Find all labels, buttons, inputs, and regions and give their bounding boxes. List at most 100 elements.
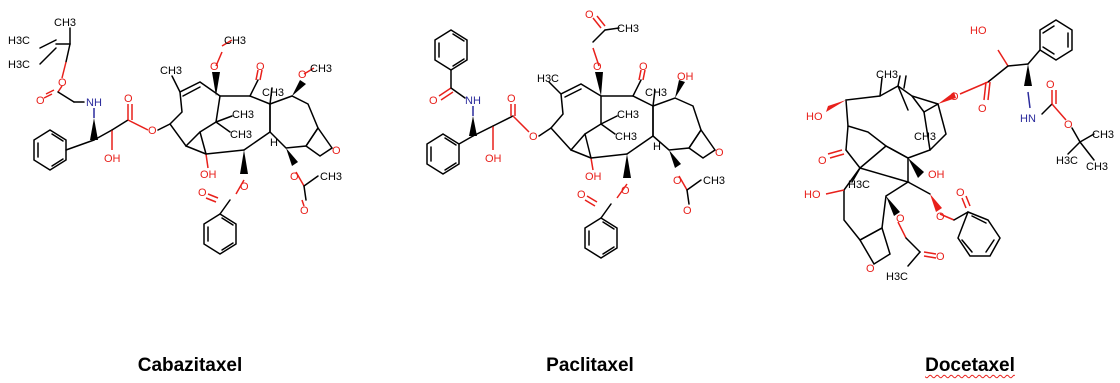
atom-label: O — [198, 187, 207, 199]
bond — [472, 125, 494, 137]
atom-label: O — [950, 91, 959, 103]
bond — [939, 213, 955, 221]
atom-label: H3C — [537, 73, 559, 85]
wedge — [908, 158, 924, 178]
wedge — [826, 100, 846, 112]
atom-label: HN — [1020, 113, 1036, 125]
ring — [1039, 19, 1073, 61]
cabazitaxel-structure: H3C H3C CH3 O O NH O O OH CH3 O CH3 O O … — [0, 0, 370, 330]
atom-label: O — [124, 93, 133, 105]
bond — [249, 95, 271, 105]
atom-label: O — [936, 251, 945, 263]
atom-label: O — [1046, 79, 1055, 91]
atom-label: H3C — [8, 35, 30, 47]
atom-label: O — [818, 155, 827, 167]
atom-label: CH3 — [615, 131, 637, 143]
bond — [303, 67, 315, 75]
bond — [93, 129, 113, 141]
oxetane-ring — [858, 226, 891, 266]
wedge — [90, 118, 98, 140]
bond — [564, 88, 582, 98]
bond — [923, 251, 937, 255]
bond — [269, 87, 273, 105]
atom-label: O — [256, 61, 265, 73]
wedge — [938, 92, 956, 104]
bond — [616, 183, 628, 199]
bond — [207, 193, 219, 199]
atom-label: CH3 — [1086, 161, 1108, 173]
bond — [923, 103, 939, 113]
wedge — [886, 196, 900, 216]
atom-label: NH — [465, 95, 481, 107]
bond — [199, 131, 207, 155]
atom-label: OH — [485, 153, 502, 165]
bond — [604, 27, 620, 31]
caption-docetaxel-text: Docetaxel — [925, 355, 1015, 376]
atom-label: CH3 — [617, 23, 639, 35]
atom-label: O — [240, 181, 249, 193]
bond — [438, 87, 452, 97]
bond — [953, 211, 969, 221]
bond — [602, 221, 615, 230]
atom-label: H3C — [886, 271, 908, 283]
bond — [600, 123, 616, 135]
bond — [255, 69, 259, 81]
bond — [596, 15, 606, 27]
atom-label: O — [290, 171, 299, 183]
paclitaxel-svg: O NH O O OH H3C O O CH3 O OH CH3 CH3 CH3… — [426, 9, 725, 259]
bond — [450, 87, 466, 99]
bond — [301, 199, 305, 207]
bond — [1079, 141, 1095, 161]
atom-label: HO — [970, 25, 987, 37]
bond — [1027, 91, 1031, 109]
bond — [215, 51, 223, 67]
bond — [43, 93, 53, 99]
bond — [590, 153, 628, 159]
atom-label: H — [653, 141, 661, 153]
atom-label: O — [956, 187, 965, 199]
bond — [303, 185, 307, 201]
bond — [221, 39, 233, 47]
bond — [1067, 141, 1081, 155]
bond — [586, 195, 598, 203]
bond — [548, 81, 562, 95]
bond — [1027, 49, 1041, 65]
bond — [829, 153, 845, 159]
oxetane-ring — [304, 126, 334, 157]
bond — [249, 79, 259, 97]
bond — [51, 133, 64, 142]
bond — [686, 179, 702, 191]
bond — [903, 75, 907, 89]
bond — [57, 85, 63, 93]
atom-label: O — [936, 211, 945, 223]
atom-label: CH3 — [876, 69, 898, 81]
atom-label: O — [683, 205, 692, 217]
bond — [51, 158, 64, 167]
bond — [600, 115, 618, 125]
bond — [923, 111, 931, 151]
bond — [885, 145, 909, 159]
ring — [584, 217, 618, 259]
wedge — [1024, 64, 1032, 86]
bond — [1079, 133, 1095, 143]
bond — [61, 61, 67, 79]
wedge — [240, 150, 248, 174]
bond — [985, 239, 995, 253]
bond — [157, 123, 171, 131]
bond — [39, 47, 57, 65]
atom-label: O — [866, 263, 875, 275]
atom-label: O — [896, 213, 905, 225]
bond — [444, 137, 457, 146]
bond — [905, 237, 921, 253]
atom-label: OH — [928, 169, 945, 181]
docetaxel-svg: HO O O HN O O CH3 H3C CH3 HO O H3C CH3 C… — [804, 19, 1114, 283]
atom-label: CH3 — [645, 87, 667, 99]
bond — [923, 255, 937, 259]
atom-label: H — [270, 137, 278, 149]
bond — [584, 199, 596, 207]
core-ring-b — [845, 85, 947, 159]
wedge — [469, 116, 477, 136]
bond — [961, 239, 973, 253]
atom-label: O — [529, 131, 538, 143]
